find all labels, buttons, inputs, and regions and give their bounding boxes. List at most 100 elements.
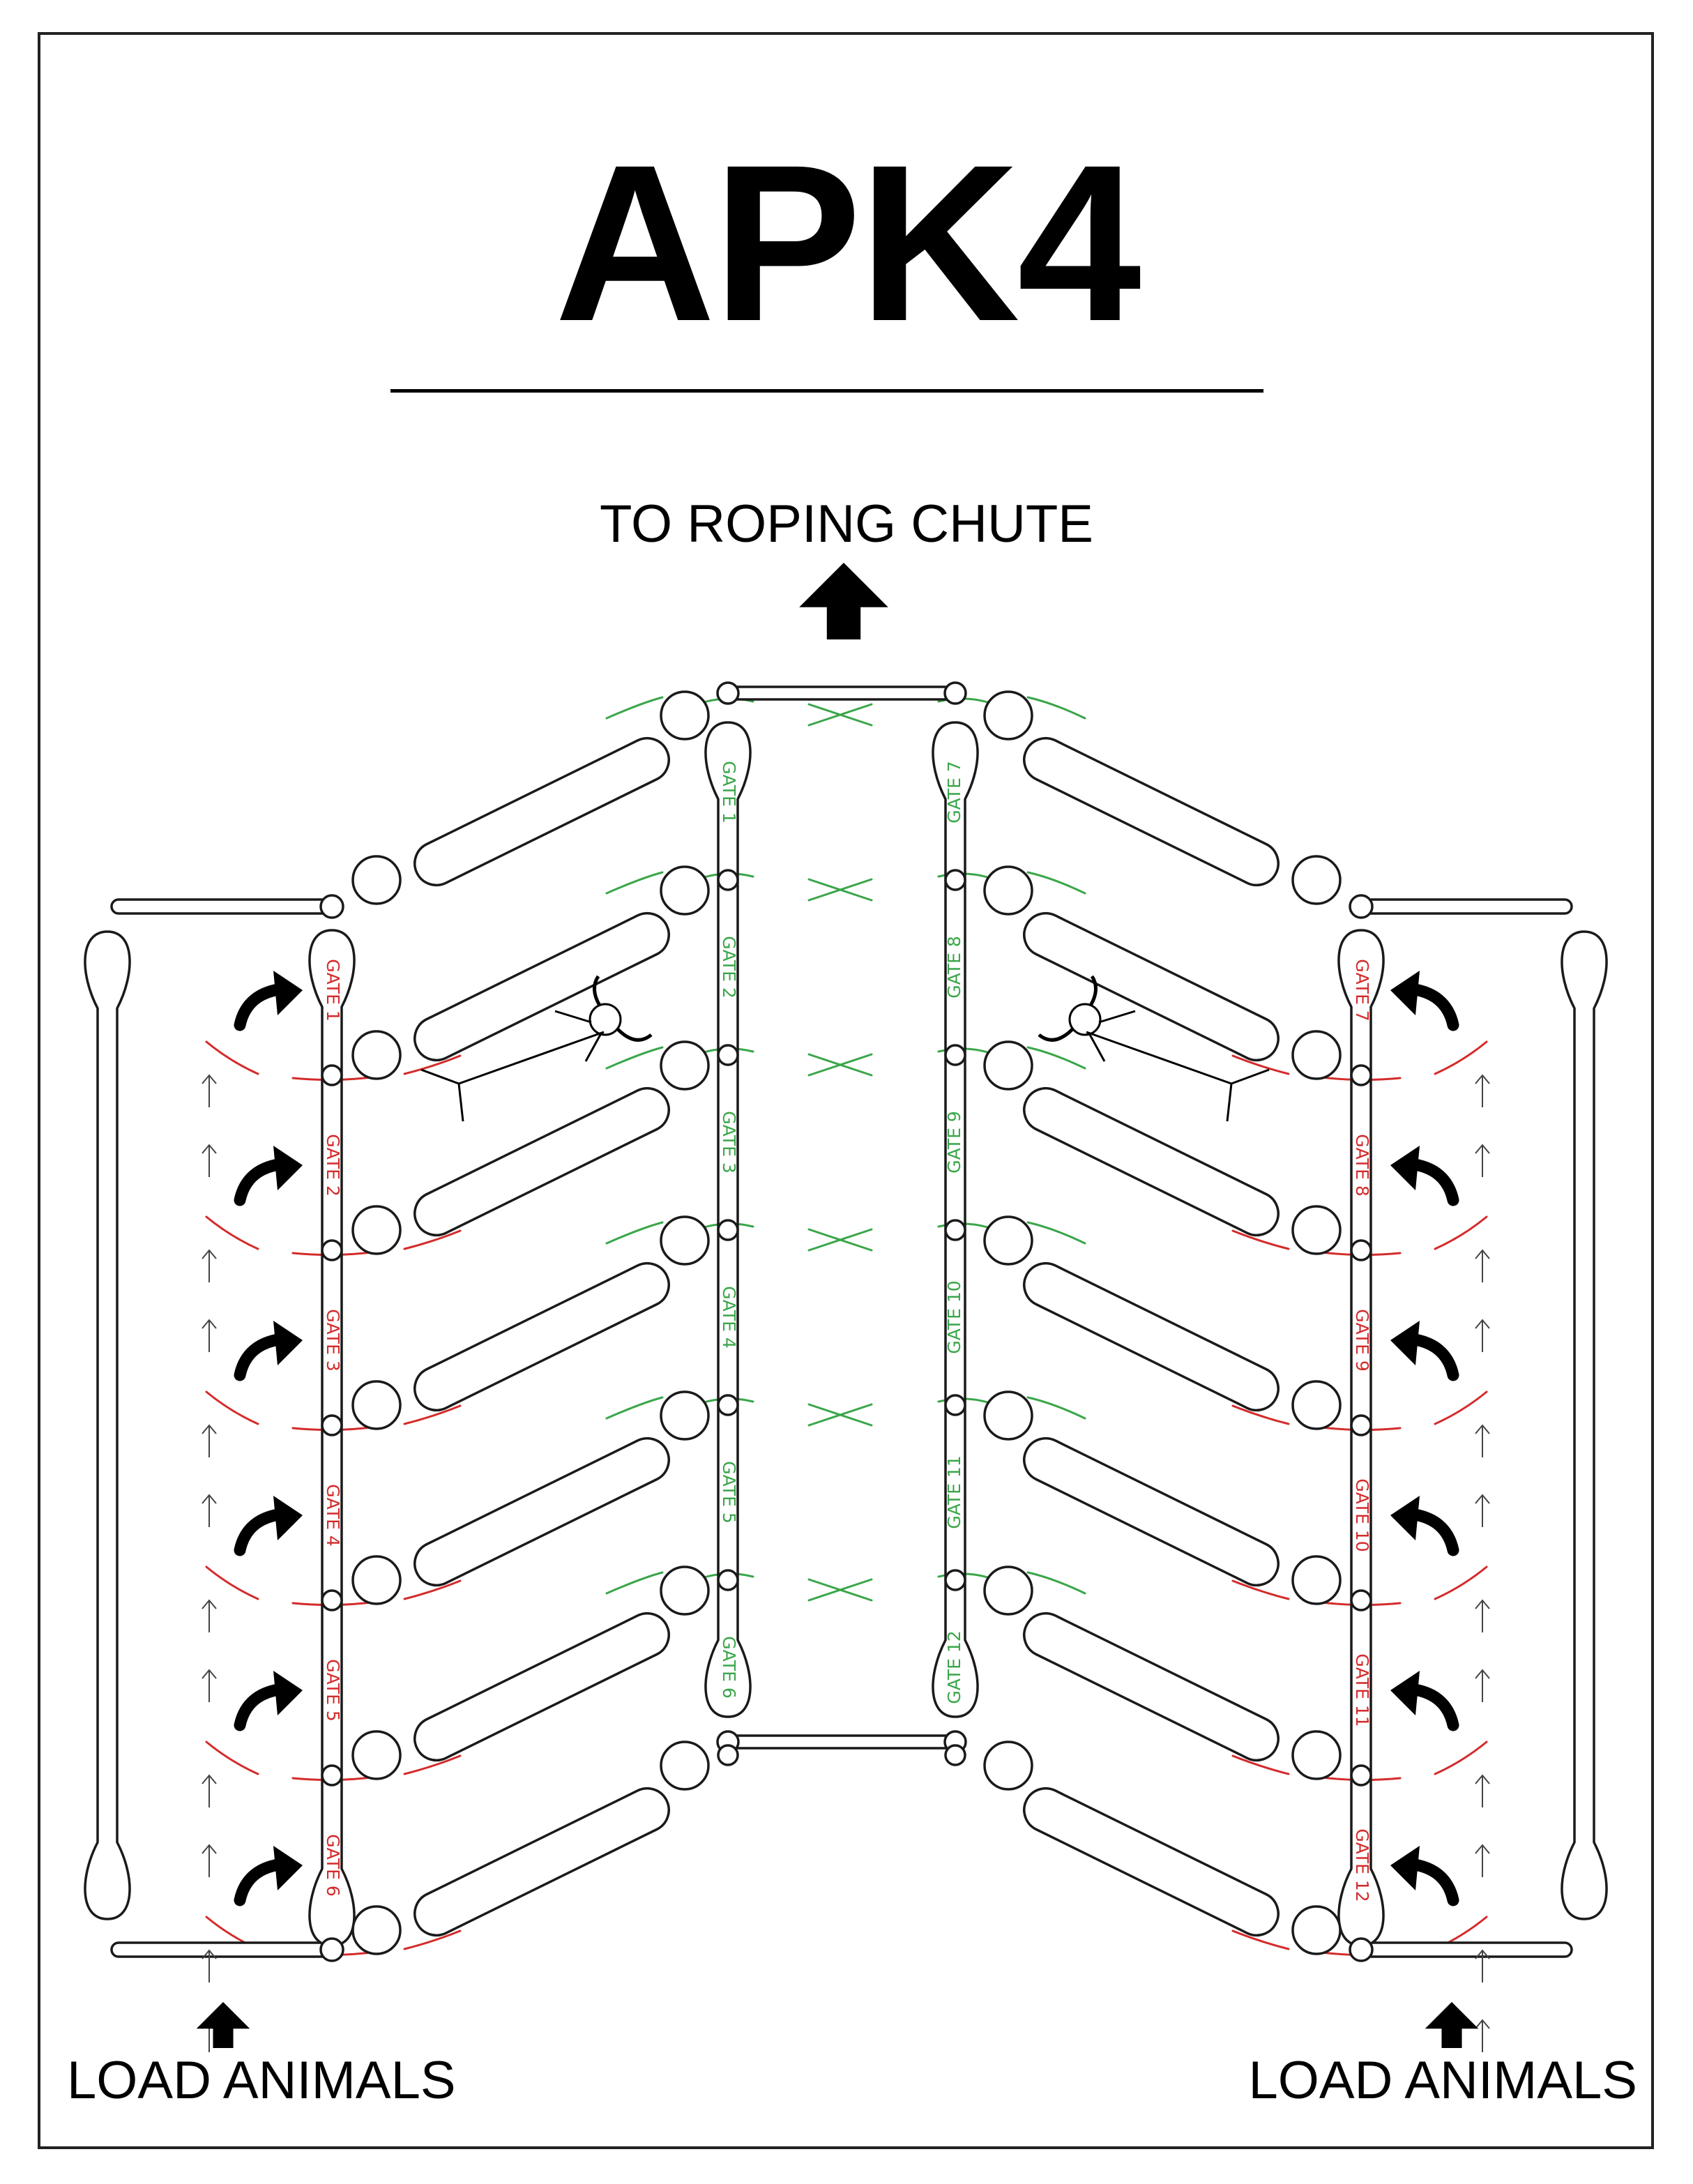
animal-icon-right-horn-b	[1038, 1028, 1074, 1042]
post-right-top-5	[983, 1565, 1033, 1616]
up-arrow-icon-right-a-1	[1475, 1249, 1490, 1282]
red-arc-pen-right-5	[1231, 1929, 1290, 1950]
hinge-inner-left-4	[717, 1569, 739, 1591]
animal-icon-left-body	[458, 1031, 605, 1085]
outer-gate-label-right-1: GATE 8	[1352, 1134, 1372, 1196]
red-arc-outer-left-2	[205, 1390, 259, 1425]
up-arrow-icon-right-a-0-head	[1475, 1074, 1490, 1084]
outer-gate-label-left-5: GATE 6	[323, 1834, 343, 1896]
curved-arrow-icon-right-5-head	[1390, 1846, 1420, 1890]
green-arc-right-5	[1026, 1571, 1086, 1595]
animal-icon-right	[1038, 975, 1270, 1122]
post-right-top-1	[983, 865, 1033, 916]
animal-icon-left-horn-b	[616, 1028, 653, 1042]
post-right-bottom-6	[1291, 1905, 1342, 1955]
up-arrow-icon-left-b-4-head	[202, 1844, 217, 1854]
curved-arrow-icon-left-3	[234, 1496, 303, 1556]
red-arc-outer-right-0	[1434, 1040, 1488, 1075]
up-arrow-icon-right-a-3	[1475, 1599, 1490, 1632]
page-title: APK4	[554, 118, 1141, 367]
post-left-bottom-4	[351, 1555, 402, 1605]
green-x-b-5	[807, 1578, 873, 1602]
bottom-bar-right	[1361, 1941, 1573, 1958]
outer-gate-label-left-2: GATE 3	[323, 1309, 343, 1371]
curved-arrow-icon-right-2-head	[1390, 1321, 1420, 1365]
curved-arrow-icon-right-4-head	[1390, 1671, 1420, 1715]
post-right-bottom-2	[1291, 1205, 1342, 1255]
curved-arrow-icon-right-3-head	[1390, 1496, 1420, 1540]
pen-bar-left-2	[413, 1086, 670, 1237]
green-x-b-1	[807, 878, 873, 902]
curved-arrow-icon-right-5	[1390, 1846, 1459, 1906]
animal-icon-right-tail-b	[1226, 1083, 1233, 1122]
green-arc-left-4	[605, 1396, 664, 1420]
red-arc-pen-right-3	[1231, 1579, 1290, 1600]
up-arrow-icon-right-b-5-head	[1475, 2019, 1490, 2029]
red-arc-pen-left-5	[403, 1929, 462, 1950]
up-arrow-icon-left-a-1-head	[202, 1249, 217, 1259]
hinge-outer-right-0	[1350, 1064, 1372, 1086]
post-right-top-0	[983, 690, 1033, 741]
pen-bar-right-0	[1023, 736, 1280, 887]
pen-bar-right-6	[1023, 1787, 1280, 1937]
hinge-inner-right-0	[944, 869, 966, 891]
title-divider	[390, 389, 1263, 393]
up-arrow-icon-left-b-2-head	[202, 1494, 217, 1504]
green-arc-right-1	[1026, 871, 1086, 895]
up-arrow-icon-right-b-0	[1475, 1144, 1490, 1177]
green-x-b-4	[807, 1403, 873, 1427]
post-left-top-2	[660, 1040, 710, 1091]
red-arc-pen-right-1	[1231, 1229, 1290, 1250]
curved-arrow-icon-left-1-head	[273, 1146, 303, 1190]
red-arc-outer-left-4	[205, 1741, 259, 1775]
curved-arrow-icon-right-0	[1390, 971, 1459, 1031]
bottom-bar-left	[110, 1941, 332, 1958]
inner-gate-label-left-3: GATE 4	[719, 1286, 739, 1348]
pen-bar-right-3	[1023, 1261, 1280, 1412]
red-arc-outer-right-2	[1434, 1390, 1488, 1425]
hinge-bottom-left	[319, 1937, 344, 1962]
top-bar-right	[1361, 898, 1573, 915]
up-arrow-icon-right-a-1-head	[1475, 1249, 1490, 1259]
outer-gate-label-left-3: GATE 4	[323, 1484, 343, 1546]
hinge-inner-left-2	[717, 1219, 739, 1241]
post-left-bottom-2	[351, 1205, 402, 1255]
hinge-inner-right-5	[944, 1744, 966, 1766]
curved-arrow-icon-left-0-head	[273, 971, 303, 1015]
up-arrow-icon-right-b-4-head	[1475, 1844, 1490, 1854]
animal-icon-left-tail-a	[420, 1068, 460, 1085]
chute-bottom-bar	[727, 1734, 957, 1750]
hinge-outer-right-1	[1350, 1239, 1372, 1261]
animal-icon-left	[420, 975, 653, 1122]
red-arc-outer-left-1	[205, 1215, 259, 1250]
animal-icon-right-body	[1086, 1031, 1232, 1085]
load-arrow-icon-left	[196, 2002, 250, 2048]
up-arrow-icon-left-b-0-head	[202, 1144, 217, 1154]
hinge-inner-right-3	[944, 1394, 966, 1416]
up-arrow-icon-left-b-0	[202, 1144, 217, 1177]
inner-gate-label-left-5: GATE 6	[719, 1636, 739, 1698]
animal-icon-right-tail-a	[1231, 1068, 1270, 1085]
green-x-b-0	[807, 703, 873, 727]
up-arrow-icon-right-a-0	[1475, 1074, 1490, 1107]
red-arc-outer-left-3	[205, 1565, 259, 1600]
chute-top-bar	[727, 685, 957, 701]
post-right-bottom-3	[1291, 1380, 1342, 1430]
hinge-inner-left-1	[717, 1044, 739, 1066]
inner-gate-label-left-0: GATE 1	[719, 761, 739, 823]
up-arrow-icon-right-a-3-head	[1475, 1599, 1490, 1609]
up-arrow-icon-left-a-2-head	[202, 1424, 217, 1434]
post-left-bottom-0	[351, 855, 402, 905]
inner-gate-label-right-1: GATE 8	[944, 936, 964, 998]
outer-gate-label-left-0: GATE 1	[323, 959, 343, 1021]
animal-icon-right-leg-a	[1098, 1010, 1136, 1024]
curved-arrow-icon-left-5	[234, 1846, 303, 1906]
red-arc-outer-right-4	[1434, 1741, 1488, 1775]
pen-bar-left-3	[413, 1261, 670, 1412]
outer-capsule-left	[84, 930, 131, 1920]
post-left-top-0	[660, 690, 710, 741]
up-arrow-icon-right-b-0-head	[1475, 1144, 1490, 1154]
curved-arrow-icon-right-1-head	[1390, 1146, 1420, 1190]
post-left-top-6	[660, 1741, 710, 1791]
